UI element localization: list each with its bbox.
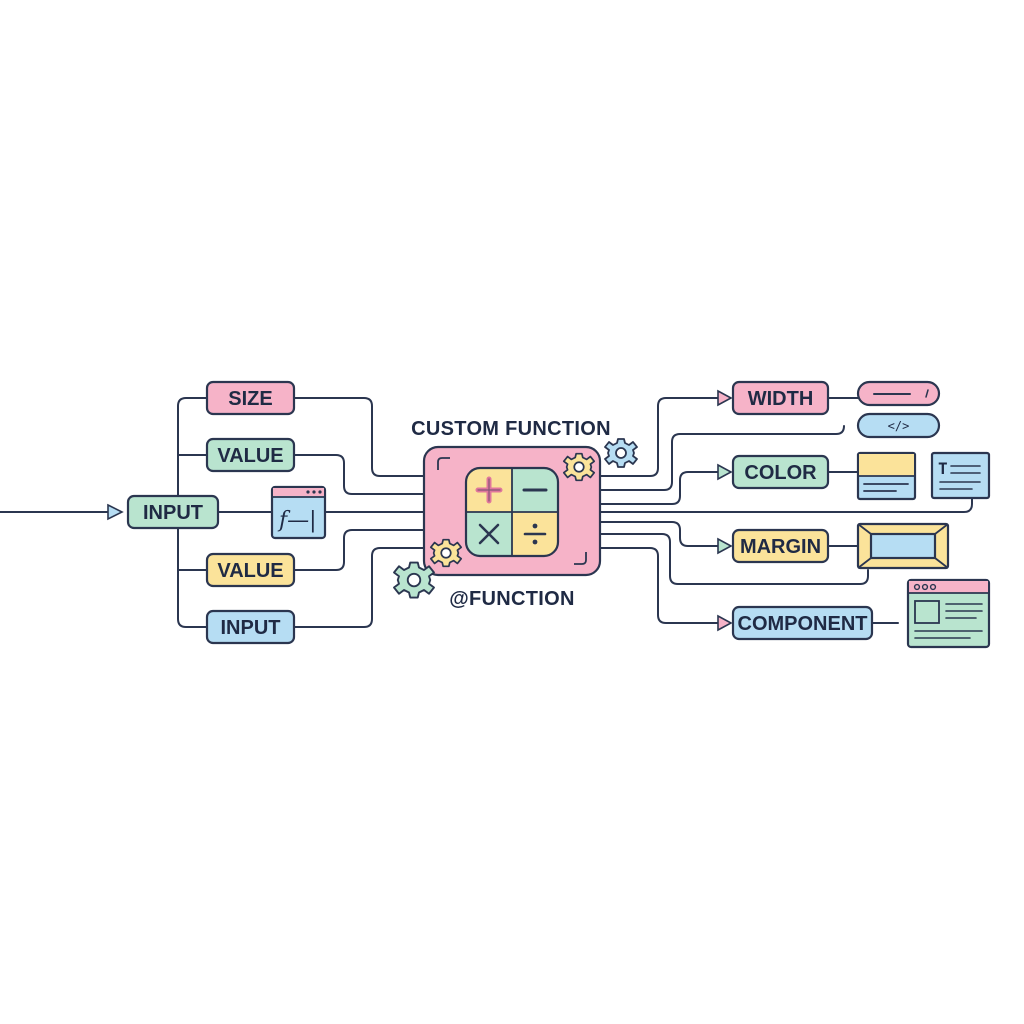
width-slider-icon (856, 380, 941, 407)
incoming-arrow-icon (107, 503, 124, 521)
custom-function-title: CUSTOM FUNCTION (411, 418, 611, 440)
input-bottom-label: INPUT (221, 617, 281, 639)
width-node[interactable]: WIDTH (731, 380, 830, 416)
gear-icon (562, 452, 596, 482)
color-node[interactable]: COLOR (731, 454, 830, 490)
fx-glyph: f—| (277, 508, 317, 533)
svg-text:</>: </> (888, 419, 910, 433)
function-subtitle: @FUNCTION (449, 588, 575, 610)
custom-function-block[interactable] (422, 445, 602, 577)
color-label: COLOR (744, 462, 817, 484)
divide-icon (523, 523, 547, 545)
code-tag-icon: </> (856, 412, 941, 439)
margin-box-icon (856, 522, 950, 570)
arrow-margin-icon (717, 537, 733, 555)
value-bottom-label: VALUE (217, 560, 283, 582)
value-top-label: VALUE (217, 445, 283, 467)
input-main-node[interactable]: INPUT (126, 494, 220, 530)
value-bottom-node[interactable]: VALUE (205, 552, 296, 588)
size-node[interactable]: SIZE (205, 380, 296, 416)
input-bottom-node[interactable]: INPUT (205, 609, 296, 645)
svg-text:T: T (938, 459, 948, 478)
component-node[interactable]: COMPONENT (731, 605, 874, 641)
component-label: COMPONENT (738, 613, 868, 635)
function-window-icon: f—| (270, 485, 327, 540)
width-label: WIDTH (748, 388, 814, 410)
input-main-label: INPUT (143, 502, 203, 524)
gear-icon (393, 561, 435, 599)
arrow-color-icon (717, 463, 733, 481)
arrow-width-icon (717, 389, 733, 407)
gear-icon (429, 538, 463, 568)
right-connectors (599, 389, 973, 632)
size-label: SIZE (228, 388, 272, 410)
text-document-icon: T (930, 451, 991, 500)
color-swatch-icon (856, 451, 917, 501)
gear-icon (604, 438, 638, 468)
margin-node[interactable]: MARGIN (731, 528, 830, 564)
plus-icon (475, 476, 503, 504)
left-connectors (0, 397, 425, 628)
times-icon (478, 523, 500, 545)
margin-label: MARGIN (740, 536, 821, 558)
component-window-icon (906, 578, 991, 649)
value-top-node[interactable]: VALUE (205, 437, 296, 473)
arrow-component-icon (717, 614, 733, 632)
